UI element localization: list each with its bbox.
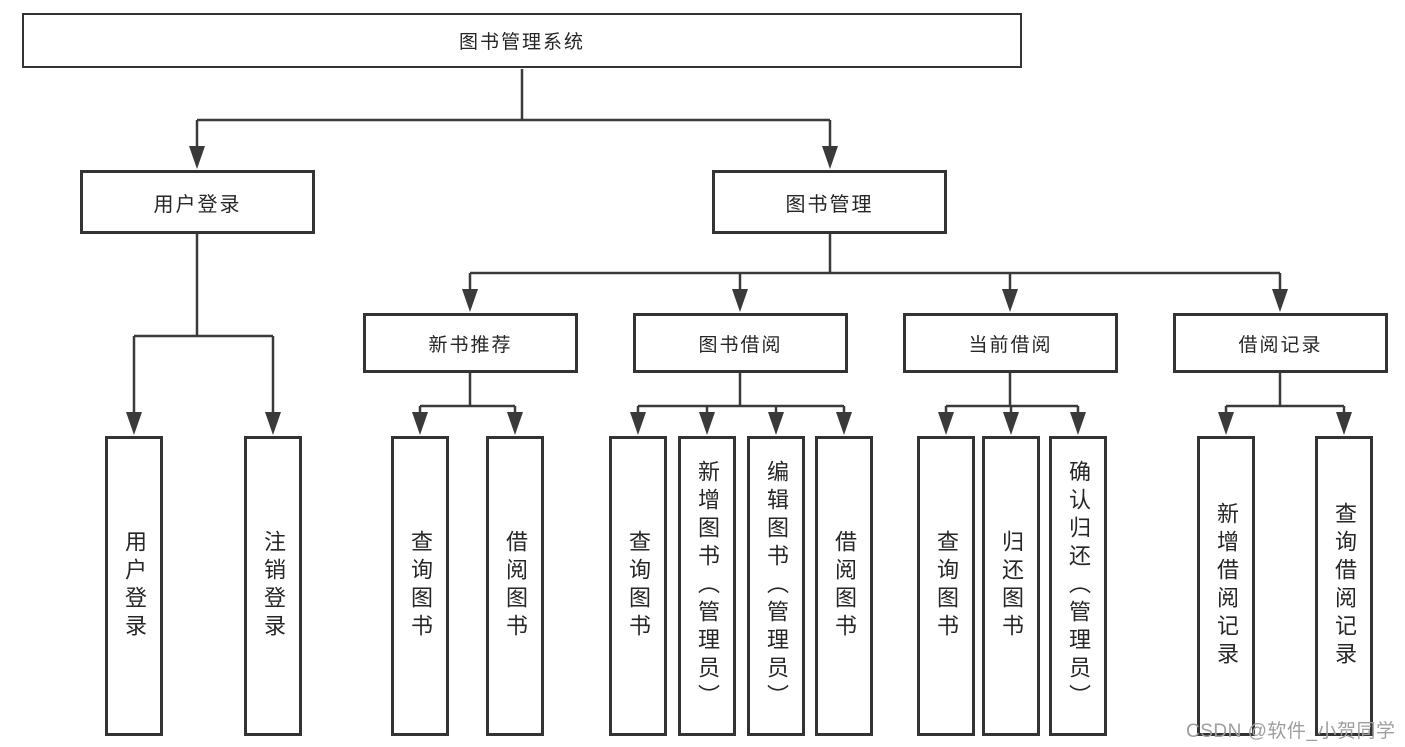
arrowhead-icon <box>1070 412 1086 435</box>
connector-book-borrow-to-leaves <box>636 373 846 418</box>
arrowhead-icon <box>1272 289 1288 312</box>
connector-root-to-level1 <box>195 69 832 150</box>
leaf-current-return-books: 归还图书 <box>982 436 1040 736</box>
arrowhead-icon <box>1003 412 1019 435</box>
connector-lines <box>132 69 1346 418</box>
watermark-text: CSDN @软件_小贺同学 <box>1186 721 1396 742</box>
node-root-library-management-system: 图书管理系统 <box>22 13 1022 68</box>
arrowhead-icon <box>768 412 784 435</box>
node-label: 新增借阅记录 <box>1214 502 1239 670</box>
arrowhead-icon <box>265 412 281 435</box>
connector-user-login-to-leaves <box>132 234 275 418</box>
node-user-login: 用户登录 <box>80 170 315 234</box>
node-label: 借阅图书 <box>832 530 857 642</box>
node-label: 查询图书 <box>626 530 651 642</box>
node-label: 图书管理 <box>785 193 874 216</box>
node-current-borrow: 当前借阅 <box>903 313 1118 373</box>
arrowhead-icon <box>126 412 142 435</box>
arrowhead-icon <box>507 412 523 435</box>
node-label: 编辑图书（管理员） <box>764 460 789 712</box>
node-label: 用户登录 <box>153 193 242 216</box>
leaf-borrow-edit-books-admin: 编辑图书（管理员） <box>747 436 805 736</box>
node-book-borrow: 图书借阅 <box>633 313 848 373</box>
node-label: 新书推荐 <box>428 334 513 356</box>
node-label: 查询图书 <box>408 530 433 642</box>
node-label: 归还图书 <box>999 530 1024 642</box>
node-label: 注销登录 <box>261 530 286 642</box>
node-label: 查询借阅记录 <box>1332 502 1357 670</box>
leaf-newrec-borrow-books: 借阅图书 <box>486 436 544 736</box>
node-book-management: 图书管理 <box>712 170 947 234</box>
connector-new-book-recommend-to-leaves <box>418 373 517 418</box>
leaf-logout: 注销登录 <box>244 436 302 736</box>
arrowhead-icon <box>699 412 715 435</box>
node-label: 用户登录 <box>122 530 147 642</box>
leaf-current-query-books: 查询图书 <box>917 436 975 736</box>
leaf-current-confirm-return-admin: 确认归还（管理员） <box>1049 436 1107 736</box>
arrowheads <box>126 146 1352 435</box>
node-label: 确认归还（管理员） <box>1066 460 1091 712</box>
connector-book-management-to-level2 <box>468 234 1282 294</box>
node-label: 借阅图书 <box>503 530 528 642</box>
leaf-borrow-add-books-admin: 新增图书（管理员） <box>678 436 736 736</box>
node-label: 借阅记录 <box>1238 334 1323 356</box>
connector-current-borrow-to-leaves <box>944 373 1080 418</box>
node-label: 图书借阅 <box>698 334 783 356</box>
arrowhead-icon <box>630 412 646 435</box>
leaf-user-login: 用户登录 <box>105 436 163 736</box>
arrowhead-icon <box>462 289 478 312</box>
arrowhead-icon <box>1218 412 1234 435</box>
arrowhead-icon <box>412 412 428 435</box>
leaf-records-query-record: 查询借阅记录 <box>1315 436 1373 736</box>
leaf-records-add-record: 新增借阅记录 <box>1197 436 1255 736</box>
leaf-borrow-borrow-books: 借阅图书 <box>815 436 873 736</box>
node-label: 查询图书 <box>934 530 959 642</box>
arrowhead-icon <box>189 146 205 169</box>
node-label: 新增图书（管理员） <box>695 460 720 712</box>
node-label: 图书管理系统 <box>458 32 585 53</box>
arrowhead-icon <box>1336 412 1352 435</box>
arrowhead-icon <box>1002 289 1018 312</box>
arrowhead-icon <box>732 289 748 312</box>
connector-borrow-records-to-leaves <box>1224 373 1346 418</box>
node-new-book-recommend: 新书推荐 <box>363 313 578 373</box>
arrowhead-icon <box>938 412 954 435</box>
leaf-borrow-query-books: 查询图书 <box>609 436 667 736</box>
node-label: 当前借阅 <box>968 334 1053 356</box>
node-borrow-records: 借阅记录 <box>1173 313 1388 373</box>
arrowhead-icon <box>822 146 838 169</box>
leaf-newrec-query-books: 查询图书 <box>391 436 449 736</box>
arrowhead-icon <box>836 412 852 435</box>
